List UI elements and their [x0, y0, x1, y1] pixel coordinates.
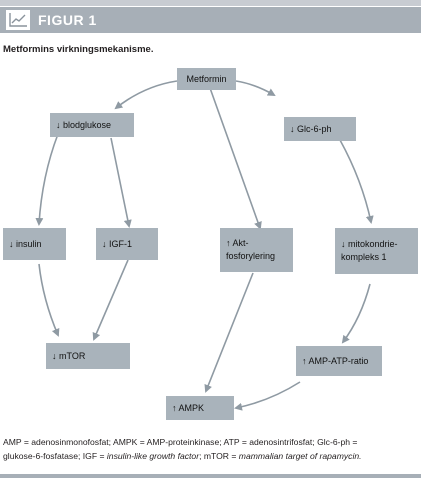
node-blodglukose-label: ↓ blodglukose	[56, 119, 112, 130]
arrow-insulin-to-mtor	[38, 263, 60, 337]
node-mitokondrie-label: ↓ mitokondrie- kompleks 1	[341, 239, 398, 262]
legend-line-1: AMP = adenosinmonofosfat; AMPK = AMP-pro…	[3, 437, 358, 447]
bottom-rule	[0, 474, 421, 478]
top-band	[0, 0, 421, 6]
node-glc6ph-label: ↓ Glc-6-ph	[290, 123, 332, 134]
legend-glc-def: glukose-6-fosfatase; IGF =	[3, 450, 107, 461]
arrow-igf1-to-mtor	[92, 259, 129, 341]
legend-mtor-abbr: ; mTOR =	[199, 450, 239, 461]
node-insulin: ↓ insulin	[3, 228, 66, 260]
node-amp-atp-ratio: ↑ AMP-ATP-ratio	[296, 346, 382, 376]
legend-line-2: glukose-6-fosfatase; IGF = insulin-like …	[3, 450, 421, 464]
arrow-metformin-to-akt	[209, 87, 262, 230]
node-mtor: ↓ mTOR	[46, 343, 130, 369]
node-amp-atp-ratio-label: ↑ AMP-ATP-ratio	[302, 355, 369, 366]
arrow-metformin-to-blodglukose	[114, 80, 178, 110]
node-akt: ↑ Akt- fosforylering	[220, 228, 293, 272]
arrow-metformin-to-glc6ph	[235, 80, 276, 97]
node-glc6ph: ↓ Glc-6-ph	[284, 117, 356, 141]
node-mitokondrie: ↓ mitokondrie- kompleks 1	[335, 228, 418, 274]
figure-header: FIGUR 1	[0, 7, 421, 33]
node-metformin: Metformin	[177, 68, 236, 90]
node-blodglukose: ↓ blodglukose	[50, 113, 134, 137]
figure-label: FIGUR 1	[38, 12, 97, 28]
node-akt-label: ↑ Akt- fosforylering	[226, 238, 276, 261]
arrow-akt-to-ampk	[204, 272, 254, 393]
node-mtor-label: ↓ mTOR	[52, 350, 86, 361]
arrow-blodglukose-to-insulin	[35, 133, 59, 226]
arrow-mitokondrie-to-ampatp	[341, 283, 371, 344]
arrow-ampatp-to-ampk	[234, 381, 301, 411]
legend-igf-def: insulin-like growth factor	[106, 450, 200, 461]
node-metformin-label: Metformin	[186, 73, 227, 84]
node-ampk-label: ↑ AMPK	[172, 402, 205, 413]
arrow-blodglukose-to-igf1	[110, 137, 132, 228]
arrow-glc6ph-to-mitokondrie	[339, 139, 374, 224]
figure-caption: Metformins virkningsmekanisme.	[3, 44, 154, 55]
node-igf1-label: ↓ IGF-1	[102, 238, 133, 249]
node-ampk: ↑ AMPK	[166, 396, 234, 420]
legend-mtor-def: mammalian target of rapamycin.	[238, 450, 362, 461]
abbreviation-legend: AMP = adenosinmonofosfat; AMPK = AMP-pro…	[3, 436, 421, 463]
node-igf1: ↓ IGF-1	[96, 228, 158, 260]
line-chart-icon	[6, 10, 30, 30]
node-insulin-label: ↓ insulin	[9, 238, 42, 249]
